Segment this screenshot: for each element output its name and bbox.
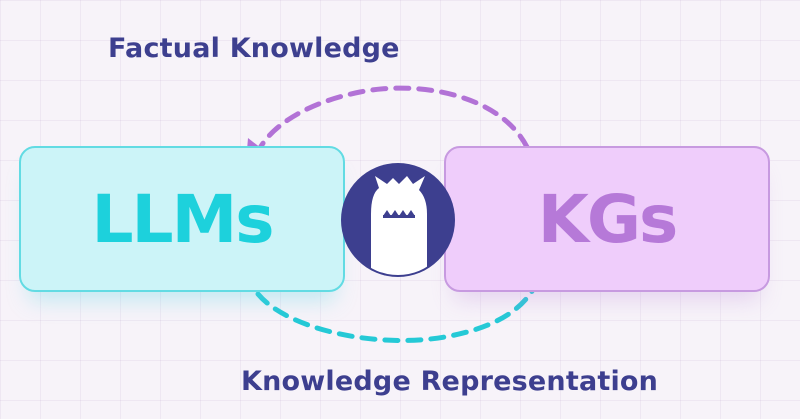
llms-label: LLMs — [91, 180, 274, 258]
kgs-node: KGs — [444, 146, 770, 292]
factual-knowledge-label: Factual Knowledge — [108, 33, 400, 64]
llms-node: LLMs — [19, 146, 345, 292]
monster-mascot-icon — [341, 163, 455, 277]
knowledge-representation-label: Knowledge Representation — [241, 366, 659, 397]
factual-knowledge-arrow — [257, 85, 530, 151]
knowledge-representation-arrow — [255, 273, 543, 343]
kgs-label: KGs — [537, 180, 679, 258]
